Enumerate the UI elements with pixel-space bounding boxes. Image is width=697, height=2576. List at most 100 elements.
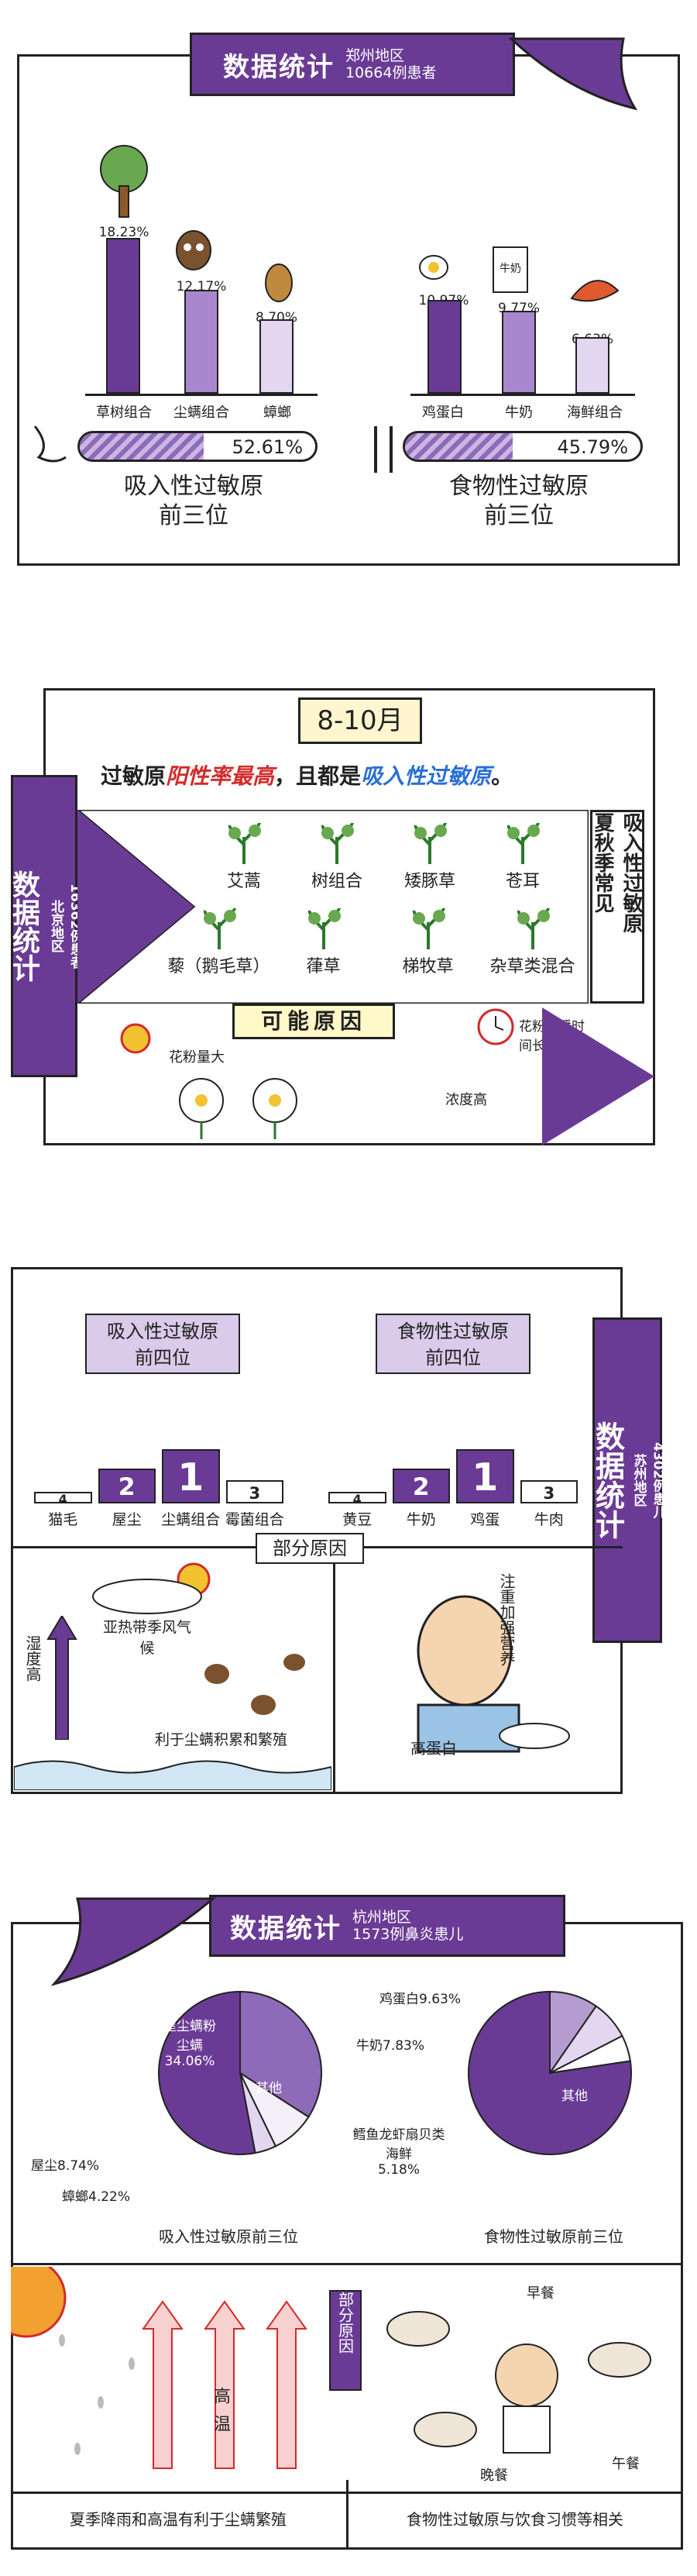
headline-d: 吸入性过敏原 xyxy=(361,763,492,789)
inhal-pie-caption: 吸入性过敏原前三位 xyxy=(159,2227,298,2246)
right-note-b: 吸入性过敏原 xyxy=(620,812,643,933)
fork-knife-icon xyxy=(374,426,393,473)
banner-region: 郑州地区 xyxy=(345,47,405,64)
podium-step-3: 3 xyxy=(225,1480,283,1503)
food-total-fill xyxy=(405,433,513,460)
months-box: 8-10月 xyxy=(298,697,422,744)
food4-title-2: 前四位 xyxy=(425,1347,481,1369)
milk-box: 牛奶 xyxy=(493,246,528,293)
humidity-arrow xyxy=(46,1616,77,1740)
suzhou-title: 数据统计 xyxy=(590,1421,625,1539)
pollen-big: 花粉量大 xyxy=(169,1049,225,1066)
plant-label: 葎草 xyxy=(306,957,341,976)
food-axis xyxy=(410,394,635,396)
shrimp-icon xyxy=(570,280,620,302)
banner-hangzhou: 数据统计 杭州地区 1573例鼻炎患儿 xyxy=(209,1895,565,1957)
podium-step-3: 3 xyxy=(520,1480,578,1503)
food4-title: 食物性过敏原 前四位 xyxy=(376,1314,530,1374)
plant-item: 梯牧草 xyxy=(376,907,480,977)
divider-v4 xyxy=(346,2480,348,2550)
reason3-text: 部分原因 xyxy=(273,1538,347,1559)
podium-step-4: 4 xyxy=(328,1492,386,1506)
side-banner-suzhou: 数据统计 苏州地区 4302例患儿 xyxy=(591,1317,666,1643)
plant-icon xyxy=(228,822,261,864)
plant-item: 杂草类混合 xyxy=(480,907,585,977)
lunch: 午餐 xyxy=(612,2456,640,2472)
temp: 高温 xyxy=(211,2387,230,2443)
reason3-label: 部分原因 xyxy=(256,1533,364,1564)
person-eating-icon xyxy=(417,1595,570,1753)
podium-label: 牛奶 xyxy=(406,1511,436,1528)
food-bar-1 xyxy=(427,300,462,394)
tree-icon xyxy=(100,145,148,218)
page-curl-icon-2 xyxy=(50,1897,217,1986)
pie-slice xyxy=(158,1990,256,2155)
inhal-axis xyxy=(85,394,318,396)
mite-note: 利于尘螨积累和繁殖 xyxy=(155,1731,288,1748)
pie-main-label: 屋尘螨粉尘螨 xyxy=(163,2019,216,2054)
plant-icon xyxy=(412,907,445,949)
podium-step-2: 2 xyxy=(392,1469,450,1503)
plant-label: 树组合 xyxy=(311,872,362,891)
plant-icon xyxy=(321,822,354,864)
headline-b: 阳性率最高 xyxy=(166,763,275,789)
reason-text: 可能原因 xyxy=(260,1008,366,1034)
plant-row-1: 艾蒿树组合矮豚草苍耳 xyxy=(197,821,569,899)
plant-label: 苍耳 xyxy=(505,872,540,891)
milk-box-label: 牛奶 xyxy=(500,263,521,275)
inhal4-title: 吸入性过敏原 前四位 xyxy=(85,1314,240,1374)
arrow-right xyxy=(542,1007,654,1145)
plant-item: 艾蒿 xyxy=(197,821,290,892)
food-bar-3 xyxy=(575,337,609,394)
podium-step-2: 2 xyxy=(98,1469,156,1503)
water-wave xyxy=(14,1760,331,1790)
reason4-label: 部分原因 xyxy=(329,2290,362,2391)
cloud-sun-icon xyxy=(92,1562,211,1614)
plant-label: 藜（鹅毛草） xyxy=(167,957,270,976)
suzhou-region: 苏州地区 xyxy=(630,1454,647,1507)
food-label-1: 鸡蛋白 xyxy=(422,405,464,421)
inhal-total-fill xyxy=(80,433,204,460)
inhal-bar-2 xyxy=(184,290,218,394)
bottom-left-note: 夏季降雨和高温有利于尘螨繁殖 xyxy=(70,2510,287,2529)
hz-patients: 1573例鼻炎患儿 xyxy=(352,1926,464,1943)
plant-icon xyxy=(203,907,236,949)
podium-label: 霉菌组合 xyxy=(225,1511,284,1528)
plant-row-2: 藜（鹅毛草） 葎草 梯牧草杂草类混合 xyxy=(167,907,585,984)
pie-main: 屋尘螨粉尘螨 34.06% xyxy=(159,2015,221,2069)
density: 浓度高 xyxy=(445,1092,487,1108)
food-pie xyxy=(468,1990,632,2155)
inhal-bar-3 xyxy=(259,319,294,394)
divider-v xyxy=(333,1548,335,1794)
inhal-label-3: 蟑螂 xyxy=(263,405,291,421)
headline: 过敏原阳性率最高，且都是吸入性过敏原。 xyxy=(101,759,643,790)
headline-c: ，且都是 xyxy=(274,763,362,789)
side-banner-beijing: 数据统计 北京地区 16362例患者 xyxy=(8,775,83,1077)
podium-label: 尘螨组合 xyxy=(161,1511,221,1528)
page-curl-icon xyxy=(508,37,638,111)
inhal-pct-1: 18.23% xyxy=(98,225,149,240)
podium-step-4: 4 xyxy=(34,1492,92,1506)
inhal-caption-1: 吸入性过敏原 xyxy=(124,473,263,500)
daisy-icon xyxy=(179,1078,297,1139)
banner-title: 数据统计 xyxy=(223,51,335,83)
pie-house: 屋尘8.74% xyxy=(31,2158,100,2174)
banner-patients: 10664例患者 xyxy=(345,64,437,81)
right-note: 夏秋季常见 吸入性过敏原 xyxy=(590,810,644,1004)
podium-step-1: 1 xyxy=(162,1449,220,1503)
side-title: 数据统计 xyxy=(8,870,39,982)
pie-slice xyxy=(468,1990,632,2155)
egg-icon xyxy=(419,255,448,280)
inhal4-title-1: 吸入性过敏原 xyxy=(107,1321,218,1342)
months-text: 8-10月 xyxy=(317,705,403,736)
reason4-text: 部分原因 xyxy=(335,2292,355,2354)
mites-icon xyxy=(204,1654,305,1715)
plant-item: 葎草 xyxy=(271,907,376,977)
bottom-right-note: 食物性过敏原与饮食习惯等相关 xyxy=(407,2510,623,2529)
podium-label: 屋尘 xyxy=(112,1511,142,1528)
sun-icon xyxy=(120,1023,151,1054)
inhal-pie xyxy=(158,1990,322,2155)
headline-a: 过敏原 xyxy=(101,763,167,789)
food-bar-2 xyxy=(502,310,536,394)
